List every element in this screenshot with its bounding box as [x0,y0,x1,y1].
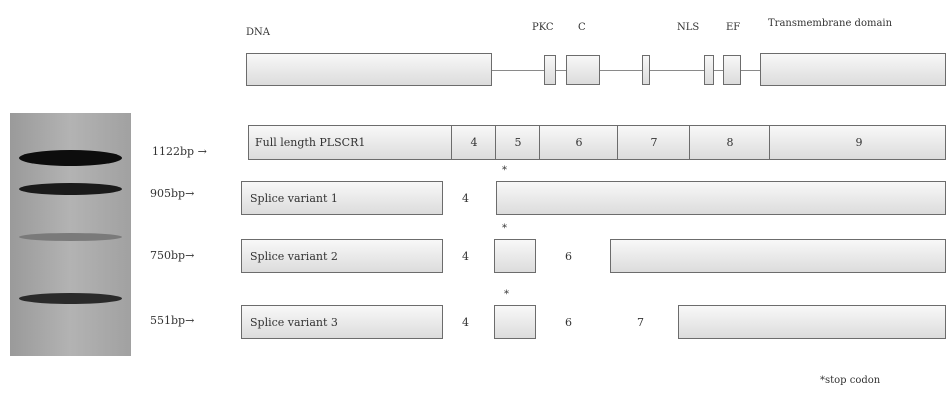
stop-codon-footnote: *stop codon [820,375,881,386]
variant-3-tail [678,305,946,339]
domain-label-pkc: PKC [532,22,554,33]
marker-1122: 1122bp → [152,145,207,158]
exon-8: 8 [689,126,770,159]
splice-variant-3-box: Splice variant 3 [241,305,443,339]
variant-2-exon-4: 4 [462,250,469,263]
variant-2-exon-6: 6 [565,250,572,263]
domain-box-ef [723,55,741,85]
domain-label-ef: EF [726,22,741,33]
domain-label-transmembrane: Transmembrane domain [768,18,893,29]
arrow-icon: → [185,249,195,262]
variant-3-exon-7: 7 [637,316,644,329]
marker-905: 905bp→ [150,187,195,200]
full-length-bar: Full length PLSCR1 4 5 6 7 8 9 [248,125,946,160]
gel-band-905 [19,183,122,195]
arrow-icon: → [185,314,195,327]
arrow-icon: → [185,187,195,200]
exon-9: 9 [769,126,946,159]
exon-5: 5 [495,126,540,159]
domain-box-c [566,55,600,85]
variant-3-exon-4: 4 [462,316,469,329]
domain-box-transmembrane [760,53,946,86]
exon-7: 7 [617,126,690,159]
domain-label-dna: DNA [246,27,270,38]
domain-box-pkc [544,55,556,85]
gel-band-750 [19,233,122,241]
domain-label-c: C [578,22,586,33]
variant-2-tail [610,239,946,273]
variant-2-exon-5-box [494,239,536,273]
domain-connector-line [492,70,760,71]
arrow-icon: → [197,145,207,158]
gel-band-1122 [19,150,122,166]
variant-1-stop-codon: * [502,165,507,176]
exon-6: 6 [539,126,618,159]
marker-750: 750bp→ [150,249,195,262]
domain-box-nls [704,55,714,85]
marker-551: 551bp→ [150,314,195,327]
variant-1-tail [496,181,946,215]
domain-box-dna [246,53,492,86]
variant-3-exon-5-box [494,305,536,339]
gel-band-551 [19,293,122,304]
splice-variant-1-box: Splice variant 1 [241,181,443,215]
variant-2-stop-codon: * [502,223,507,234]
variant-3-exon-6: 6 [565,316,572,329]
exon-4: 4 [451,126,496,159]
gel-image [10,113,131,356]
splice-variant-2-box: Splice variant 2 [241,239,443,273]
variant-1-exon-4: 4 [462,192,469,205]
variant-3-stop-codon: * [504,289,509,300]
domain-box-small [642,55,650,85]
domain-label-nls: NLS [677,22,700,33]
full-length-label: Full length PLSCR1 [255,136,366,149]
